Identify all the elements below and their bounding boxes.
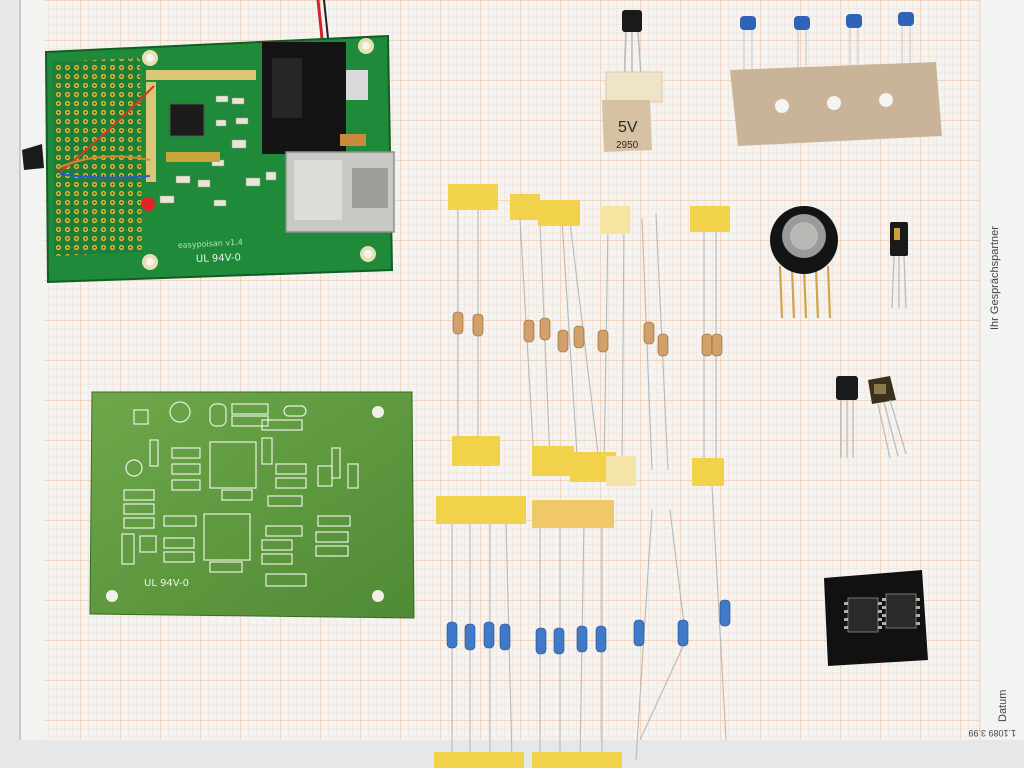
red-led — [141, 197, 155, 211]
main-board-label: UL 94V-0 — [196, 252, 241, 265]
voltage-label: 5V — [618, 119, 638, 136]
main-board-name: easypoisan v1.4 — [178, 238, 243, 250]
small-transistor-2 — [836, 376, 858, 458]
margin-label-bottom: Datum — [997, 690, 1009, 722]
pressure-sensor — [770, 206, 838, 319]
bare-pcb: UL 94V-0 — [89, 391, 415, 619]
ethernet-jack — [285, 151, 395, 233]
voltage-regulator: 5V 2950 — [602, 10, 663, 152]
resistor-group-blue — [434, 485, 731, 768]
capacitor-strip — [730, 12, 942, 146]
mcu-chip — [169, 103, 205, 137]
pin-header-top — [146, 70, 256, 80]
corner-code: 1.1089 3.99 — [968, 728, 1016, 738]
bare-board-label: UL 94V-0 — [144, 578, 189, 589]
ic-foam — [824, 570, 928, 666]
power-connector — [262, 42, 368, 154]
margin-label-top: Ihr Gesprächspartner — [989, 226, 1001, 330]
resistor-group-brown — [448, 184, 730, 486]
part-code: 2950 — [616, 140, 639, 151]
small-transistor-3 — [868, 376, 907, 459]
main-pcb: easypoisan v1.4 UL 94V-0 — [22, 0, 395, 284]
small-transistor-1 — [890, 222, 908, 309]
